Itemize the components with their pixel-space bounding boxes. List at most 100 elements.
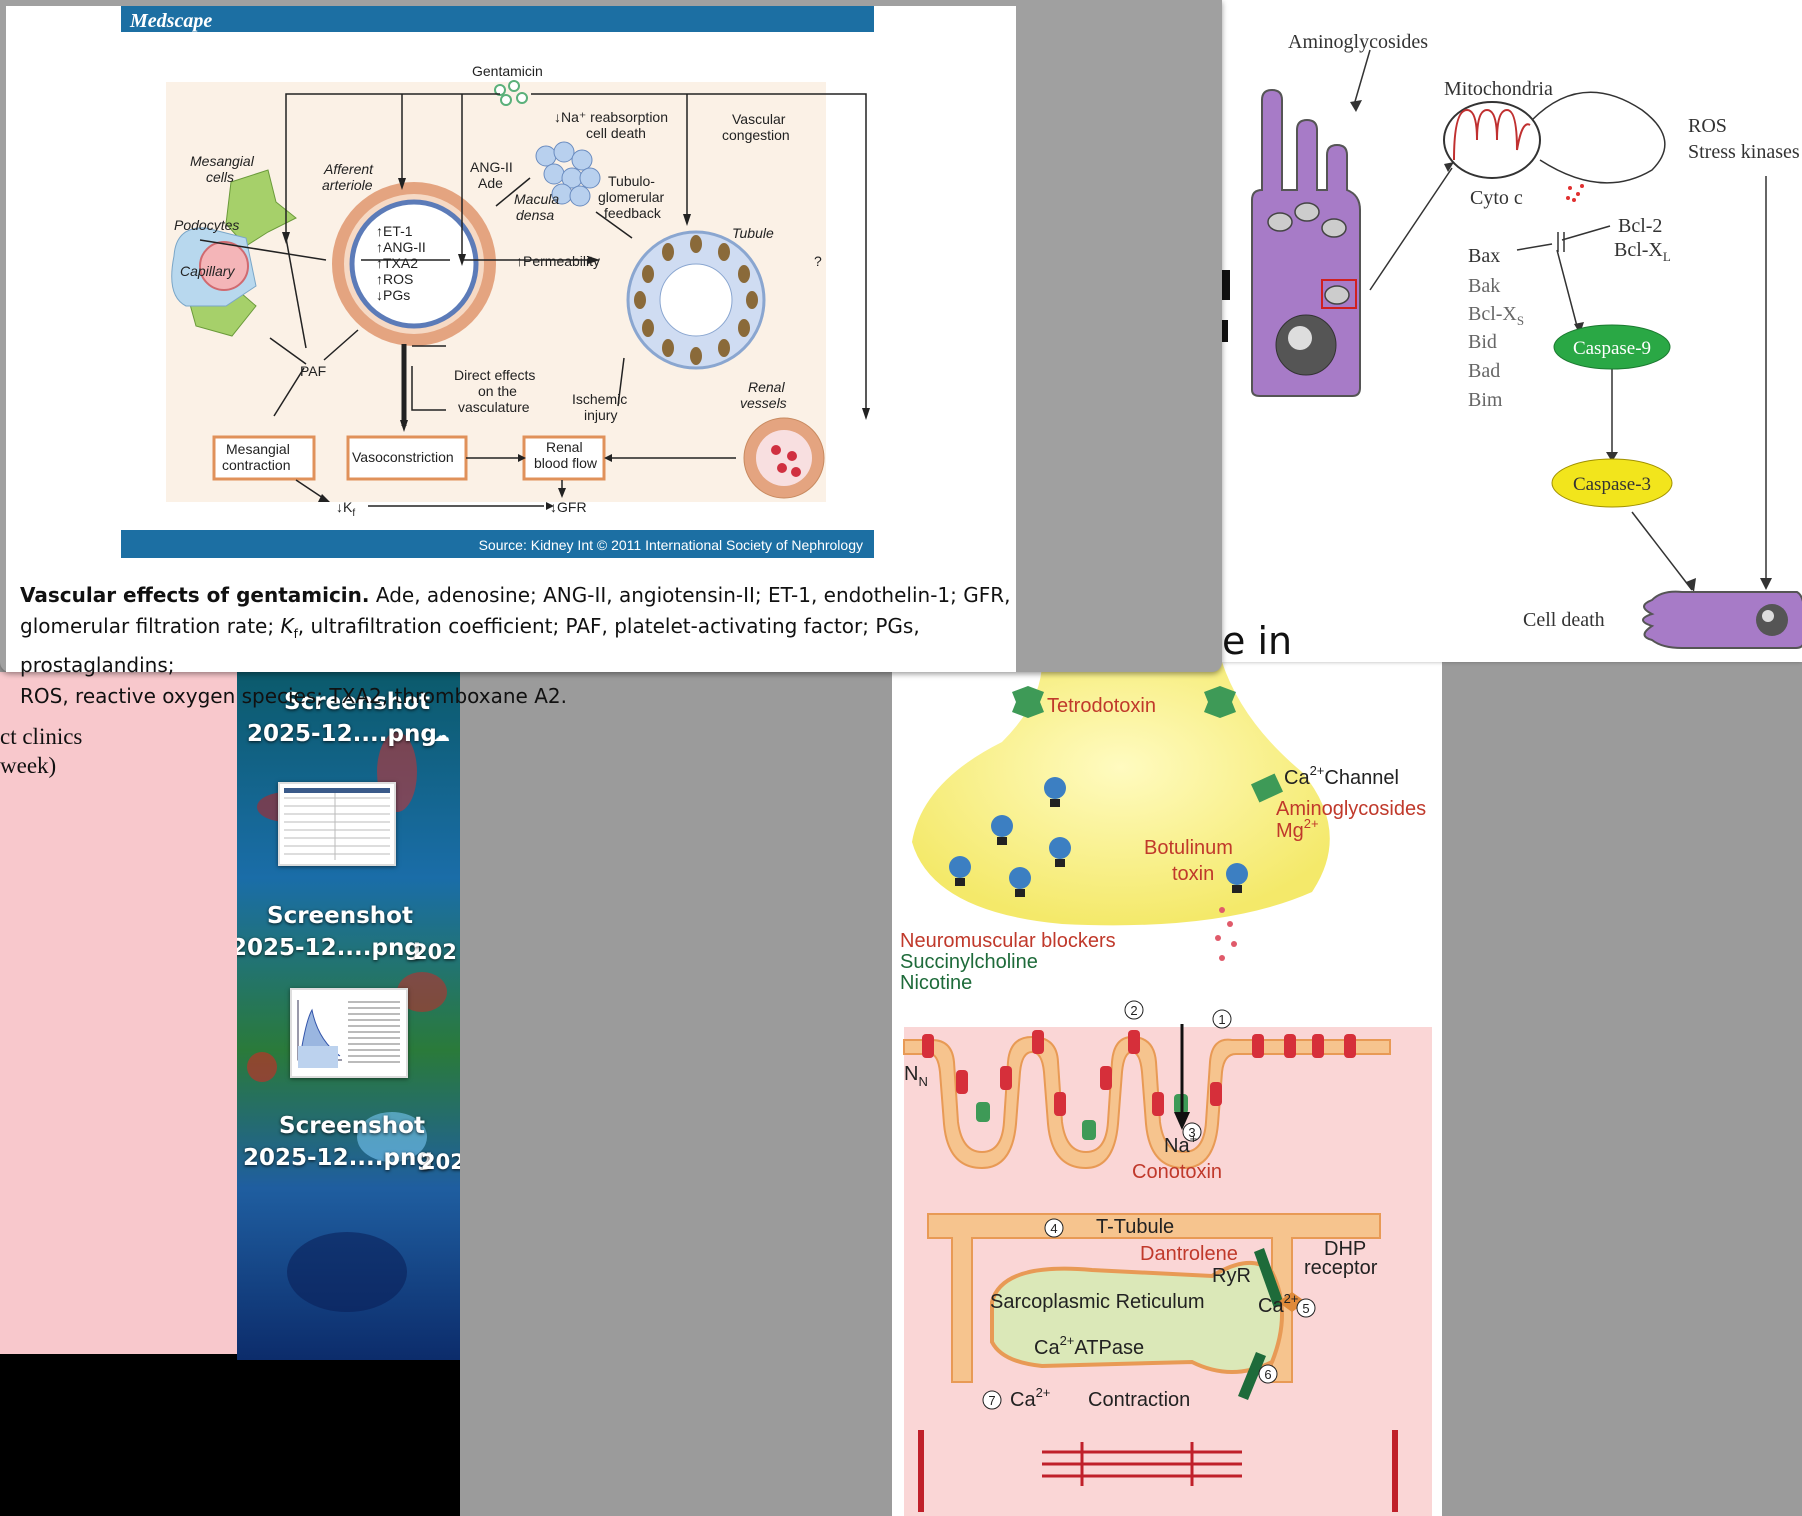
label-superscript: 2+ [1284,1291,1299,1306]
label-botulinum: Botulinum [1144,837,1233,859]
label-kf: ↓K [336,499,353,515]
desktop-gray-area [460,672,892,1516]
label-arteriole: arteriole [322,177,373,193]
label-ca: Ca [1258,1295,1284,1317]
svg-text:↓Kf: ↓Kf [336,499,355,519]
label-ang2: ↑ANG-II [376,239,426,255]
background-text-fragment: e in [1222,619,1292,662]
source-text: Source: Kidney Int © 2011 International … [479,537,863,553]
label-on-the: on the [478,383,517,399]
label-renal: Renal [748,379,785,395]
step-number: 4 [1050,1221,1057,1236]
neuromuscular-junction-image: 1 2 3 4 5 6 7 Tetrodotoxin Ca2+Channel A… [892,662,1442,1516]
label-contraction: contraction [222,457,290,473]
label-dantrolene: Dantrolene [1140,1243,1238,1265]
file-name[interactable]: 2025-12....png [243,1145,433,1171]
label-glomerular: glomerular [598,189,664,205]
caption-kf: K [280,614,294,638]
label-bax: Bax [1468,245,1500,267]
step-number: 7 [988,1393,995,1408]
label-vasoconstriction: Vasoconstriction [352,449,454,465]
label-direct-effects: Direct effects [454,367,535,383]
label-ang-ii: ANG-II [470,159,513,175]
svg-text:Ca2+: Ca2+ [1010,1385,1050,1411]
label-cells: cells [206,169,234,185]
label-permeability: ↑Permeability [516,253,600,269]
label-vascular: Vascular [732,111,786,127]
label-feedback: feedback [604,205,662,221]
svg-text:Ca2+Channel: Ca2+Channel [1284,763,1399,789]
svg-text:NN: NN [904,1063,928,1089]
step-number: 5 [1302,1301,1309,1316]
svg-text:Ca2+: Ca2+ [1258,1291,1298,1317]
label-bak: Bak [1468,275,1500,297]
label-bid: Bid [1468,331,1497,353]
label-receptor: receptor [1304,1257,1378,1279]
label-superscript: + [1190,1131,1198,1146]
label-ischemic: Ischemic [572,391,627,407]
caption-text: glomerular filtration rate; [20,614,281,638]
document-window-fragment: ct clinics week) [0,672,237,1354]
label-aminoglycosides: Aminoglycosides [1276,798,1426,820]
svg-text:Na+: Na+ [1164,1131,1197,1157]
slide-preview-icon [297,1000,400,1068]
step-number: 1 [1218,1012,1225,1027]
label-afferent: Afferent [323,161,374,177]
file-date: 202 [413,940,457,964]
label-capillary: Capillary [180,263,235,279]
label-mitochondria: Mitochondria [1444,78,1553,100]
label-superscript: 2+ [1310,763,1325,778]
doc-text-line: ct clinics [0,724,83,749]
label-vessels: vessels [740,395,787,411]
label-bcl-2: Bcl-2 [1618,215,1662,237]
label-injury: injury [584,407,617,423]
apoptosis-image-window[interactable]: e in [1222,0,1802,663]
label-atpase-ca: Ca [1034,1337,1060,1359]
label-caspase-3: Caspase-3 [1573,474,1651,495]
label-na: Na [1164,1135,1190,1157]
label-t-tubule: T-Tubule [1096,1216,1174,1238]
label-subscript: L [1663,249,1671,264]
label-ade: Ade [478,175,503,191]
desktop-gray-area [1442,662,1802,1516]
caspase-3-node [1551,458,1673,508]
caption-kf-sub: f [293,627,298,641]
label-gfr: ↓GFR [550,499,587,515]
label-superscript: 2+ [1060,1333,1075,1348]
cell-icon [1251,88,1361,397]
label-renal-blood: Renal [546,439,583,455]
mesangial-contraction-box [212,435,316,481]
label-channel: Channel [1324,767,1399,789]
label-ryr: RyR [1212,1265,1251,1287]
label-nicotine: Nicotine [900,972,972,994]
gentamicin-diagram: Medscape [6,6,1016,566]
file-name[interactable]: Screenshot [279,1113,425,1139]
label-aminoglycosides: Aminoglycosides [1288,31,1428,53]
caspase-9-node [1553,324,1671,370]
file-thumbnail[interactable] [278,782,396,866]
label-blood-flow: blood flow [534,455,598,471]
label-cell-death: Cell death [1523,609,1605,631]
mitochondrion-icon [1443,101,1541,179]
label-macula: Macula [514,191,559,207]
label-atpase: ATPase [1074,1337,1144,1359]
label-tetrodotoxin: Tetrodotoxin [1047,695,1156,717]
file-name[interactable]: Screenshot [267,903,413,929]
calcium-channel-icon [1250,773,1284,803]
nerve-terminal [912,662,1330,926]
muscle-fiber [904,1027,1432,1516]
label-sarcoplasmic-reticulum: Sarcoplasmic Reticulum [990,1291,1205,1313]
file-name[interactable]: Screenshot [284,689,430,715]
file-thumbnail[interactable] [290,988,408,1078]
gentamicin-figure-window[interactable]: Medscape [0,0,1222,708]
label-bim: Bim [1468,389,1503,411]
label-stress-kinases: Stress kinases [1688,141,1800,163]
label-bcl-xl: Bcl-X [1614,239,1663,261]
label-paf: PAF [300,363,326,379]
file-name[interactable]: 2025-12....png [237,935,421,961]
step-number: 6 [1264,1367,1271,1382]
file-name[interactable]: 2025-12....png [247,721,437,747]
svg-text:Bcl-XS: Bcl-XS [1468,303,1524,328]
desktop-wallpaper: Screenshot 2025-12....png ☁ Screenshot 2… [237,672,460,1360]
label-subscript: N [918,1074,927,1089]
